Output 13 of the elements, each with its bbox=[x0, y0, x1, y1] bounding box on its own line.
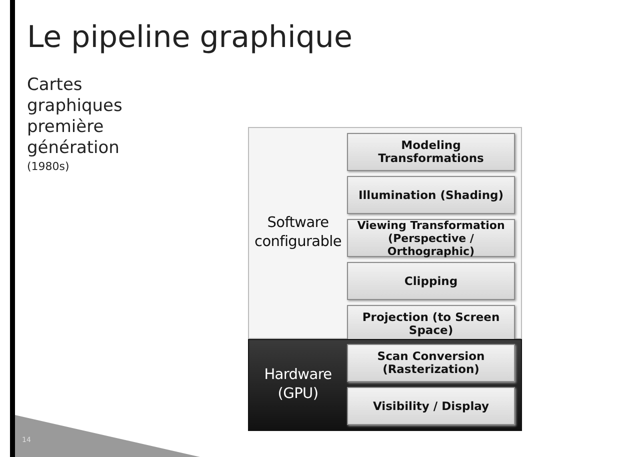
panel-label: Hardware (GPU) bbox=[263, 366, 333, 404]
body-text: Cartes graphiques première génération bbox=[27, 75, 124, 159]
stage-box: Illumination (Shading) bbox=[347, 176, 515, 214]
stage-box: Clipping bbox=[347, 262, 515, 300]
hardware-panel bbox=[248, 339, 522, 431]
slide-title: Le pipeline graphique bbox=[27, 20, 352, 55]
software-panel bbox=[248, 127, 522, 339]
stage-box: Viewing Transformation (Perspective / Orthographic) bbox=[347, 219, 515, 257]
date-note: (1980s) bbox=[27, 160, 70, 173]
stage-box: Modeling Transformations bbox=[347, 133, 515, 171]
panel-label: Software configurable bbox=[254, 214, 342, 252]
stage-box: Visibility / Display bbox=[347, 387, 515, 425]
stage-box: Scan Conversion (Rasterization) bbox=[347, 344, 515, 382]
